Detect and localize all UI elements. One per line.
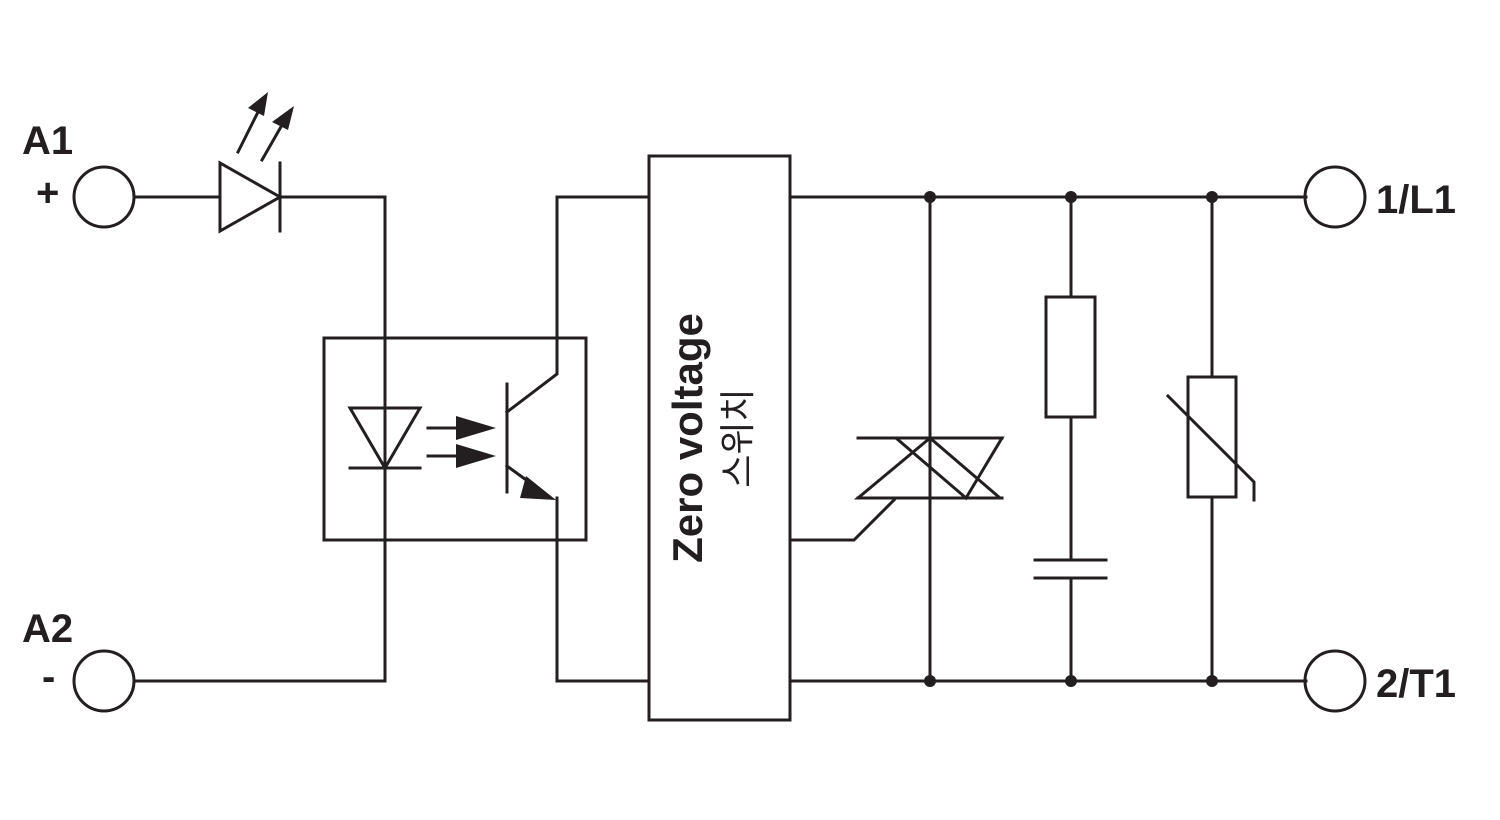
terminal-l1-label: 1/L1 <box>1376 178 1456 222</box>
zero-voltage-block: Zero voltage 스위치 <box>647 154 792 722</box>
terminal-t1: 2/T1 <box>1303 649 1456 713</box>
terminal-t1-circle <box>1303 649 1367 713</box>
wire-a1-led <box>132 195 387 340</box>
resistor-icon <box>1044 295 1097 419</box>
wire-a2 <box>132 538 387 683</box>
zero-voltage-label: Zero voltage <box>664 313 711 563</box>
status-led-icon <box>218 92 294 234</box>
terminal-l1-circle <box>1303 165 1367 229</box>
optocoupler <box>322 336 588 542</box>
terminal-a2-circle <box>72 649 136 713</box>
terminal-l1: 1/L1 <box>1303 165 1456 229</box>
triac-icon <box>788 195 1005 683</box>
light-arrows-icon <box>426 416 496 468</box>
varistor-icon <box>1165 195 1256 683</box>
terminal-a1-polarity: + <box>36 171 59 215</box>
optocoupler-box <box>322 336 588 542</box>
zero-voltage-box <box>647 154 792 722</box>
optocoupler-led-icon <box>347 406 423 471</box>
terminal-a2: A2 - <box>22 607 136 713</box>
zero-voltage-sublabel: 스위치 <box>718 388 759 487</box>
capacitor-icon <box>1033 558 1108 580</box>
terminal-a1-circle <box>72 165 136 229</box>
terminal-a2-label: A2 <box>22 607 73 651</box>
wire-transistor-top <box>555 195 650 340</box>
wire-transistor-bottom <box>555 538 650 683</box>
terminal-t1-label: 2/T1 <box>1376 662 1456 706</box>
terminal-a1: A1 + <box>22 119 136 229</box>
phototransistor-icon <box>504 336 559 542</box>
rc-snubber <box>1033 195 1108 683</box>
terminal-a2-polarity: - <box>42 655 55 699</box>
terminal-a1-label: A1 <box>22 119 73 163</box>
